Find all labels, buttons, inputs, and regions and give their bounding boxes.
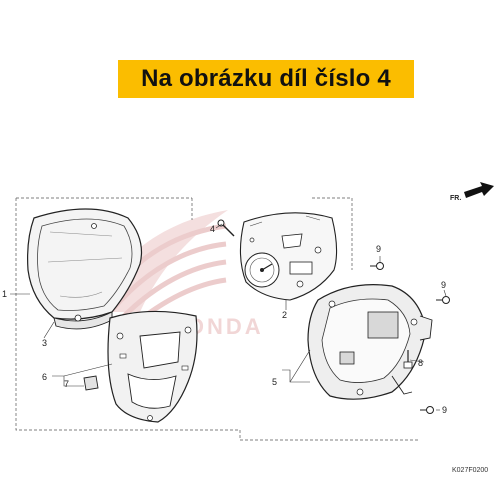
- diagram-reference-code: K027F0200: [452, 467, 488, 474]
- part-2-meter-dial: [239, 212, 338, 301]
- part-number-banner: Na obrázku díl číslo 4: [118, 60, 414, 98]
- callout-4: 4: [210, 224, 215, 234]
- callout-7: 7: [64, 379, 69, 389]
- callout-9-top: 9: [376, 244, 381, 254]
- callout-9-right: 9: [441, 280, 446, 290]
- callout-6: 6: [42, 372, 47, 382]
- assembly-frame: [15, 197, 420, 441]
- leader-lines: [10, 223, 447, 411]
- callout-5: 5: [272, 377, 277, 387]
- part-9-screws: [370, 262, 450, 414]
- front-direction-label: FR.: [450, 195, 461, 202]
- part-5-rear-housing: [307, 284, 433, 400]
- part-7-grommet: [83, 375, 99, 391]
- part-6-meter-panel: [107, 310, 198, 423]
- callout-9-bottom: 9: [442, 405, 447, 415]
- callout-3: 3: [42, 338, 47, 348]
- callout-8: 8: [418, 358, 423, 368]
- banner-text: Na obrázku díl číslo 4: [141, 65, 391, 92]
- callout-1: 1: [2, 289, 7, 299]
- part-4-screw: [217, 219, 235, 237]
- front-direction-arrow: FR.: [450, 182, 494, 202]
- part-3-meter-case: [27, 208, 143, 330]
- callout-2: 2: [282, 310, 287, 320]
- part-8-clip: [403, 350, 413, 369]
